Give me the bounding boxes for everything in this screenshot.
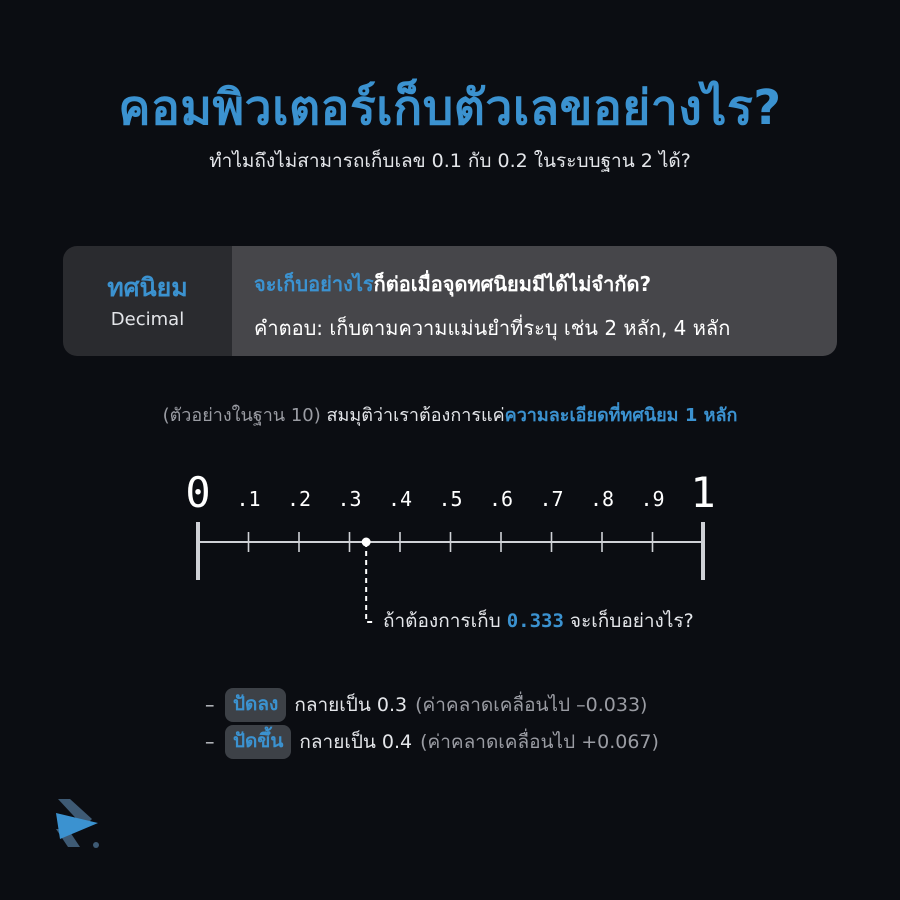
round-down-result: กลายเป็น 0.3 [294,694,408,716]
example-prefix: (ตัวอย่างในฐาน 10) [162,405,321,426]
definition-card: ทศนิยม Decimal จะเก็บอย่างไรก็ต่อเมื่อจุ… [63,246,837,356]
round-down-badge: ปัดลง [225,688,287,722]
number-line-marker [361,537,375,623]
example-statement: (ตัวอย่างในฐาน 10) สมมุติว่าเราต้องการแค… [0,400,900,429]
number-line-end-label: 1 [690,468,715,517]
number-line-tick-label: .5 [438,487,462,511]
card-question-rest: ก็ต่อเมื่อจุดทศนิยมมีได้ไม่จำกัด? [373,272,652,296]
store-question-value: 0.333 [506,610,564,632]
round-up-badge: ปัดขึ้น [225,725,292,759]
store-question-after: จะเก็บอย่างไร? [563,610,694,632]
number-line-tick-label: .6 [489,487,513,511]
round-up-result: กลายเป็น 0.4 [299,731,413,753]
store-question: ถ้าต้องการเก็บ 0.333 จะเก็บอย่างไร? [383,606,694,636]
brand-logo-icon [56,799,99,848]
bullet-dash: – [205,731,215,753]
rounding-options: – ปัดลง กลายเป็น 0.3 (ค่าคลาดเคลื่อนไป –… [205,688,659,764]
explanation-panel: จะเก็บอย่างไรก็ต่อเมื่อจุดทศนิยมมีได้ไม่… [232,246,837,356]
bullet-dash: – [205,694,215,716]
number-line-tick-label: .4 [388,487,412,511]
number-line-marker-dot [361,537,371,547]
store-question-before: ถ้าต้องการเก็บ [383,610,507,632]
card-question-highlight: จะเก็บอย่างไร [254,272,374,296]
number-line-ticks: .1 .2 .3 .4 .5 .6 .7 .8 .9 [236,487,665,552]
example-text: สมมุติว่าเราต้องการแค่ [320,405,505,426]
number-line-tick-label: .9 [640,487,664,511]
term-english: Decimal [110,308,185,330]
term-panel: ทศนิยม Decimal [63,246,232,356]
number-line-tick-label: .2 [287,487,311,511]
number-line-tick-label: .7 [539,487,563,511]
card-question: จะเก็บอย่างไรก็ต่อเมื่อจุดทศนิยมมีได้ไม่… [254,268,837,300]
number-line-tick-label: .3 [337,487,361,511]
number-line-tick-label: .1 [236,487,260,511]
rounding-option-up: – ปัดขึ้น กลายเป็น 0.4 (ค่าคลาดเคลื่อนไป… [205,725,659,759]
page-subtitle: ทำไมถึงไม่สามารถเก็บเลข 0.1 กับ 0.2 ในระ… [209,150,691,172]
number-line-tick-label: .8 [590,487,614,511]
card-answer: คำตอบ: เก็บตามความแม่นยำที่ระบุ เช่น 2 ห… [254,316,731,340]
round-up-error-note: (ค่าคลาดเคลื่อนไป +0.067) [420,731,659,753]
rounding-option-down: – ปัดลง กลายเป็น 0.3 (ค่าคลาดเคลื่อนไป –… [205,688,659,722]
number-line-start-label: 0 [185,468,210,517]
number-line-marker-leader [365,542,375,623]
page-title: คอมพิวเตอร์เก็บตัวเลขอย่างไร? [118,80,782,136]
example-highlight: ความละเอียดที่ทศนิยม 1 หลัก [504,405,738,426]
round-down-error-note: (ค่าคลาดเคลื่อนไป –0.033) [415,694,648,716]
term-thai: ทศนิยม [107,272,188,302]
